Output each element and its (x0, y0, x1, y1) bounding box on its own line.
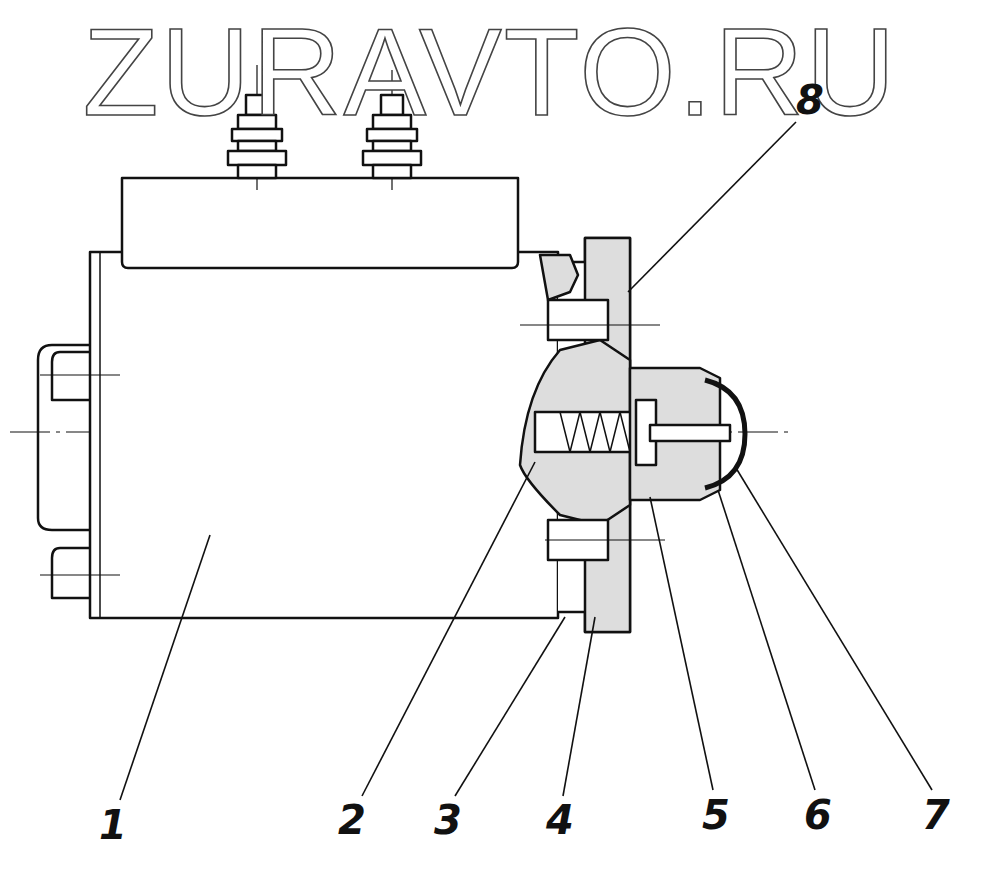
callout-number: 5 (702, 795, 730, 835)
watermark: ZURAVTO.RU (83, 10, 898, 134)
motor-body (90, 252, 558, 618)
callout-number: 3 (434, 800, 462, 840)
spring (560, 412, 630, 452)
shaft (535, 412, 645, 452)
clip (38, 345, 90, 530)
terminal-box (122, 178, 518, 268)
callout-number: 4 (546, 800, 574, 840)
leader-lines (120, 122, 932, 800)
callout-number: 2 (338, 800, 366, 840)
callout-number: 1 (99, 805, 127, 845)
callout-number: 6 (804, 795, 832, 835)
callout-number: 8 (796, 80, 824, 120)
callout-number: 7 (922, 795, 950, 835)
